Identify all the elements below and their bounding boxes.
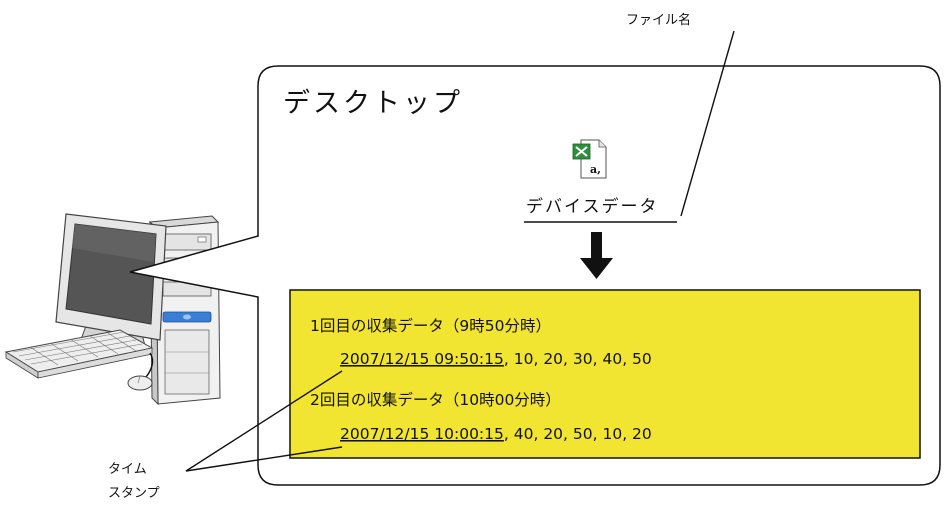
timestamp-leader-line-1 <box>185 370 343 472</box>
file-name-annotation: ファイル名 <box>626 12 691 28</box>
record-1-row: 2007/12/15 09:50:15, 10, 20, 30, 40, 50 <box>340 350 652 368</box>
file-name: デバイスデータ <box>526 196 659 217</box>
record-2-values: , 40, 20, 50, 10, 20 <box>504 425 652 443</box>
record-2-timestamp: 2007/12/15 10:00:15 <box>340 425 504 443</box>
pc-mouse <box>127 352 154 391</box>
timestamp-annotation-line1: タイム <box>108 462 147 477</box>
excel-csv-file-icon: a, <box>572 139 607 179</box>
record-2-row: 2007/12/15 10:00:15, 40, 20, 50, 10, 20 <box>340 425 652 443</box>
csv-content-box <box>289 289 921 459</box>
pc-keyboard <box>4 329 154 379</box>
file-name-leader-line <box>680 30 735 217</box>
desktop-pc-icon <box>4 213 221 406</box>
pc-monitor <box>55 213 167 351</box>
timestamp-annotation-line2: スタンプ <box>108 486 160 501</box>
desktop-title: デスクトップ <box>283 88 463 119</box>
file-icon-glyph: a, <box>590 163 601 176</box>
record-1-values: , 10, 20, 30, 40, 50 <box>504 350 652 368</box>
timestamp-leader-line-2 <box>185 446 343 472</box>
down-arrow-icon <box>580 232 613 279</box>
record-1-timestamp: 2007/12/15 09:50:15 <box>340 350 504 368</box>
record-1-heading: 1回目の収集データ（9時50分時） <box>310 316 551 335</box>
record-2-heading: 2回目の収集データ（10時00分時） <box>310 390 561 409</box>
